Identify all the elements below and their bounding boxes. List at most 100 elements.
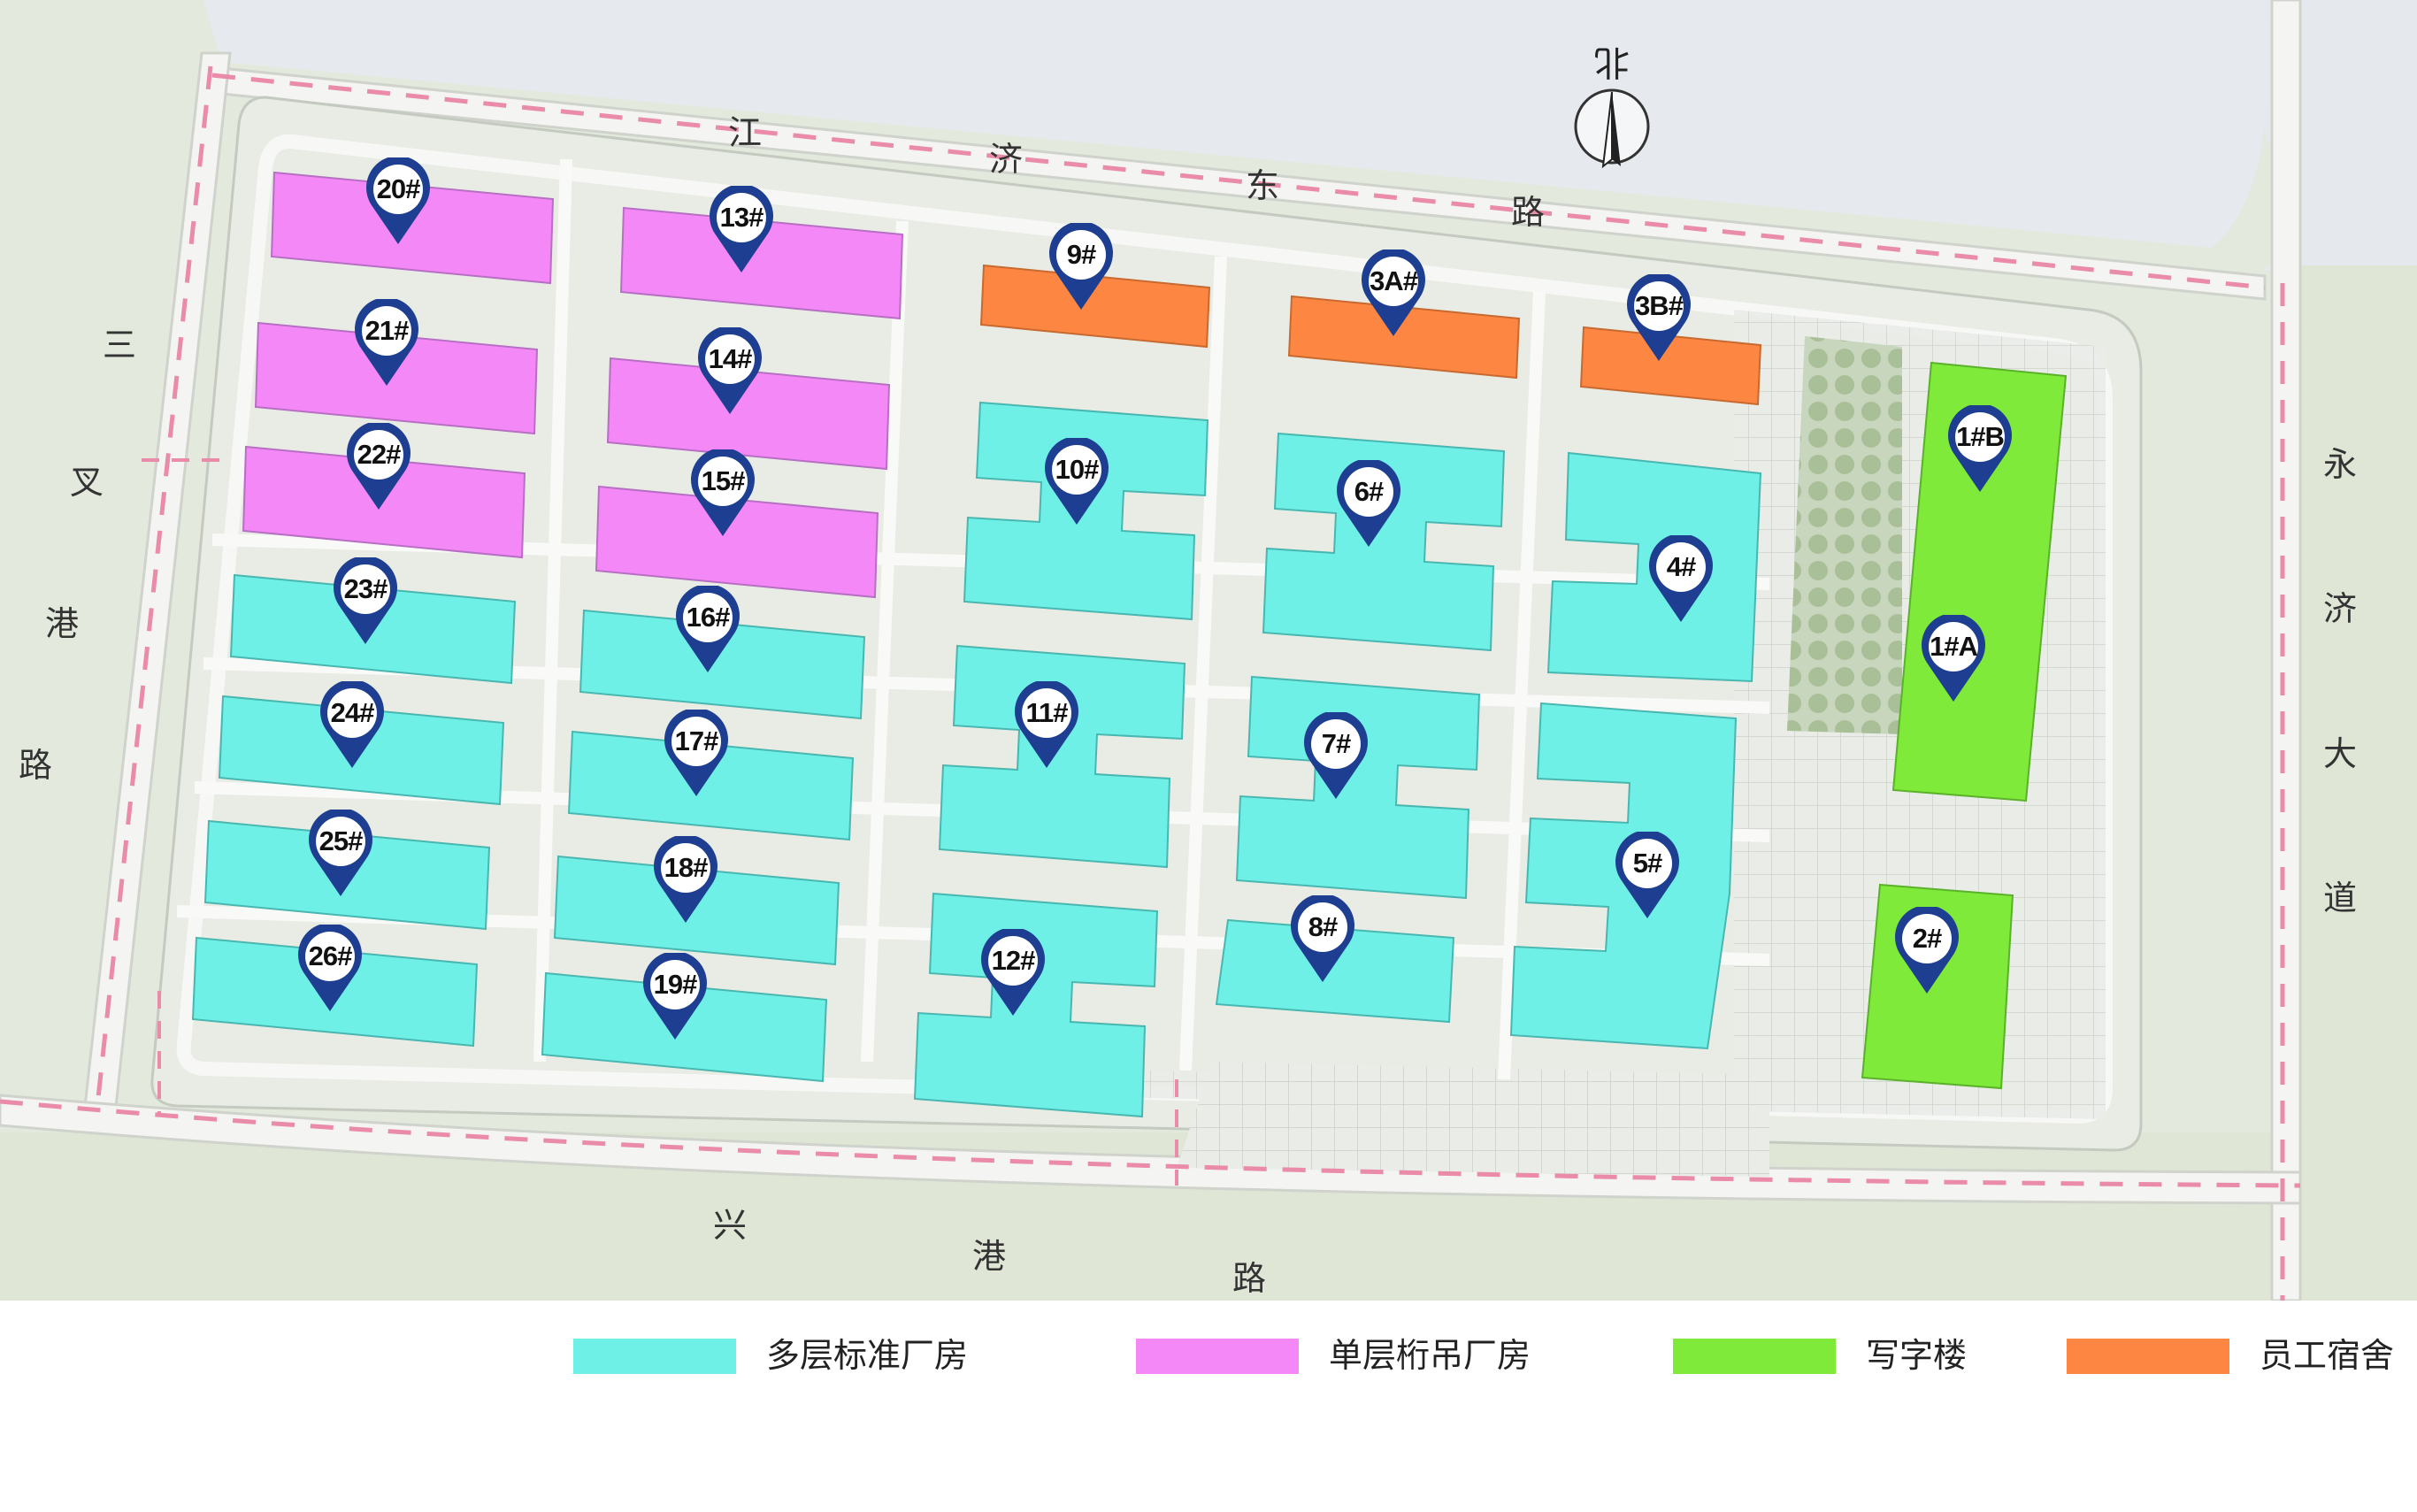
marker-11[interactable]: 11#: [1013, 681, 1080, 770]
marker-8[interactable]: 8#: [1289, 895, 1356, 984]
map-pin-icon: [1045, 438, 1109, 525]
marker-25[interactable]: 25#: [307, 810, 374, 898]
marker-23[interactable]: 23#: [332, 557, 399, 646]
map-pin-icon: [355, 299, 418, 386]
map-pin-icon: [298, 925, 362, 1011]
north-label: 北: [1594, 42, 1630, 82]
marker-1B[interactable]: 1#B: [1946, 405, 2014, 494]
legend-swatch-orange: [2067, 1339, 2229, 1374]
marker-13[interactable]: 13#: [708, 186, 775, 274]
map-pin-icon: [981, 929, 1045, 1016]
single-storey-factory-buildings: [242, 171, 904, 599]
map-pin-icon: [320, 681, 384, 768]
south-road-label-1: 兴: [712, 1206, 748, 1245]
river-water-north: [203, 0, 2268, 248]
marker-6[interactable]: 6#: [1335, 460, 1402, 549]
marker-10[interactable]: 10#: [1043, 438, 1110, 526]
marker-17[interactable]: 17#: [663, 710, 730, 798]
map-pin-icon: [676, 586, 740, 672]
legend-swatch-green: [1673, 1339, 1836, 1374]
legend-item-dormitory: 员工宿舍: [2067, 1336, 2412, 1375]
legend-item-office: 写字楼: [1673, 1336, 2045, 1375]
site-plan-drawing: [0, 0, 2417, 1301]
map-pin-icon: [1304, 712, 1368, 799]
north-arrow-icon: [1574, 88, 1650, 169]
east-road: [2270, 0, 2302, 1301]
west-road-label-2: 叉: [69, 463, 104, 502]
map-pin-icon: [698, 327, 762, 414]
building-11: [938, 644, 1186, 869]
south-plaza: [1177, 1062, 1769, 1177]
map-pin-icon: [691, 449, 755, 536]
marker-15[interactable]: 15#: [689, 449, 756, 538]
north-road-label-4: 路: [1510, 193, 1546, 232]
marker-19[interactable]: 19#: [641, 953, 709, 1041]
site-plan-map[interactable]: 北 江 济 东 路 三 叉 港 路 永 济 大 道 兴 港 路 20# 13# …: [0, 0, 2417, 1301]
legend-label: 单层桁吊厂房: [1329, 1336, 1531, 1375]
legend-item-multi-storey-factory: 多层标准厂房: [573, 1336, 1033, 1375]
marker-21[interactable]: 21#: [353, 299, 420, 388]
south-road: [0, 1094, 2302, 1205]
building-15: [595, 485, 879, 599]
marker-3A[interactable]: 3A#: [1360, 249, 1427, 338]
dormitory-buildings: [979, 264, 1762, 406]
east-road-label-1: 永: [2322, 445, 2358, 484]
building-14: [606, 357, 891, 471]
map-pin-icon: [643, 953, 707, 1040]
marker-20[interactable]: 20#: [364, 157, 432, 246]
marker-12[interactable]: 12#: [979, 929, 1047, 1017]
tree-grove: [1787, 336, 1902, 734]
map-pin-icon: [1015, 681, 1078, 768]
east-road-label-4: 道: [2322, 879, 2358, 917]
map-pin-icon: [1627, 274, 1691, 361]
map-pin-icon: [1291, 895, 1354, 982]
west-road-label-1: 三: [102, 326, 137, 365]
map-pin-icon: [1362, 249, 1425, 336]
map-pin-icon: [1948, 405, 2012, 492]
map-pin-icon: [1895, 907, 1959, 994]
building-18: [553, 855, 840, 966]
map-pin-icon: [1337, 460, 1400, 547]
site-boundary-line: [0, 65, 2301, 1301]
marker-26[interactable]: 26#: [296, 925, 364, 1013]
marker-2[interactable]: 2#: [1893, 907, 1960, 995]
building-19: [541, 971, 828, 1083]
map-pin-icon: [654, 836, 717, 923]
east-road-label-3: 大: [2322, 734, 2358, 773]
legend-label: 多层标准厂房: [766, 1336, 969, 1375]
legend-swatch-cyan: [573, 1339, 736, 1374]
marker-4[interactable]: 4#: [1647, 535, 1715, 624]
map-pin-icon: [309, 810, 372, 896]
internal-boundary-line: [142, 458, 1178, 1186]
building-20: [270, 171, 555, 285]
east-green-belt: [2300, 265, 2417, 1301]
building-3B: [1579, 326, 1762, 406]
building-21: [254, 321, 539, 435]
marker-24[interactable]: 24#: [318, 681, 386, 770]
east-road-label-2: 济: [2322, 589, 2358, 628]
legend-item-single-storey-factory: 单层桁吊厂房: [1136, 1336, 1596, 1375]
marker-16[interactable]: 16#: [674, 586, 741, 674]
marker-14[interactable]: 14#: [696, 327, 763, 416]
map-pin-icon: [1615, 832, 1679, 918]
map-pin-icon: [1922, 615, 1985, 702]
marker-3B[interactable]: 3B#: [1625, 274, 1692, 363]
building-1B-1A: [1891, 361, 2068, 802]
marker-5[interactable]: 5#: [1614, 832, 1681, 920]
legend-label: 员工宿舍: [2260, 1336, 2395, 1375]
marker-18[interactable]: 18#: [652, 836, 719, 925]
south-road-label-3: 路: [1232, 1259, 1267, 1298]
north-road-label-3: 东: [1245, 166, 1280, 205]
legend: [0, 1301, 2417, 1512]
building-16: [579, 609, 866, 720]
south-road-label-2: 港: [971, 1237, 1007, 1276]
marker-7[interactable]: 7#: [1302, 712, 1370, 801]
marker-1A[interactable]: 1#A: [1920, 615, 1987, 703]
map-pin-icon: [1049, 223, 1113, 310]
marker-22[interactable]: 22#: [345, 423, 412, 511]
west-road-label-4: 路: [18, 746, 53, 785]
building-13: [619, 206, 904, 320]
building-6: [1262, 432, 1506, 652]
legend-label: 写字楼: [1866, 1336, 1968, 1375]
marker-9[interactable]: 9#: [1047, 223, 1115, 311]
